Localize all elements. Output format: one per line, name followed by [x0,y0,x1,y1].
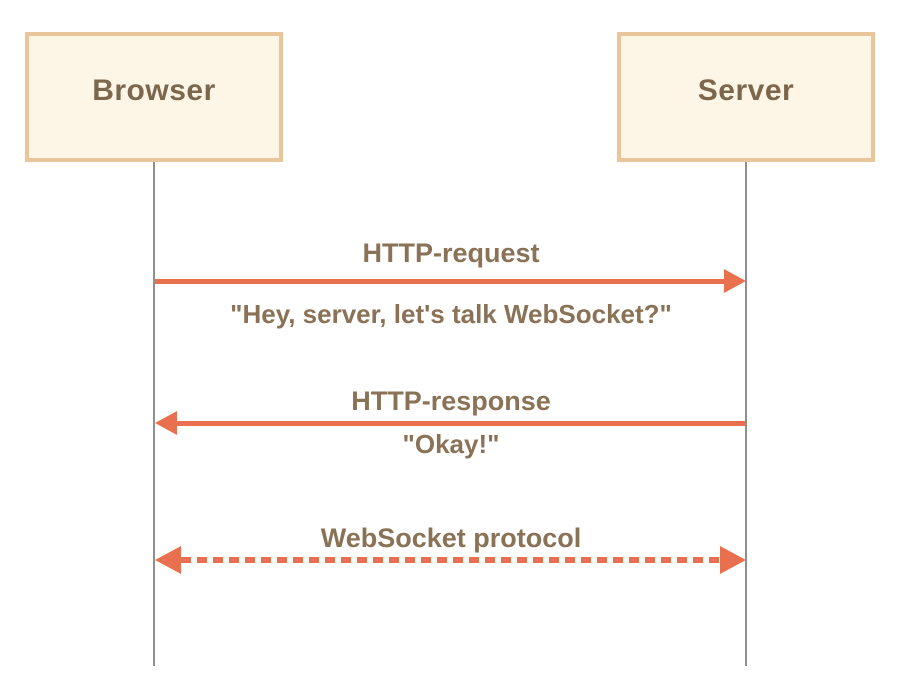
message-arrow-http-response [155,411,746,435]
arrow-shaft-dashed [181,557,720,563]
actor-box-browser: Browser [25,32,283,162]
message-sublabel-http-response: "Okay!" [402,429,500,459]
message-sublabel-http-request: "Hey, server, let's talk WebSocket?" [230,299,672,329]
arrowhead-left-icon [155,411,177,435]
arrowhead-right-icon [724,269,746,293]
actor-label-server: Server [697,74,795,107]
arrowhead-right-icon [720,546,746,574]
lifeline-server [745,162,747,666]
message-label-websocket-protocol: WebSocket protocol [320,523,582,553]
message-label-http-request: HTTP-request [362,238,540,268]
message-label-http-response: HTTP-response [351,386,551,416]
actor-box-server: Server [617,32,875,162]
actor-label-browser: Browser [92,74,216,107]
lifeline-browser [153,162,155,666]
arrow-shaft [177,420,746,426]
message-arrow-http-request [155,269,746,293]
arrow-shaft [155,278,724,284]
arrowhead-left-icon [155,546,181,574]
message-arrow-websocket-protocol [155,546,746,574]
